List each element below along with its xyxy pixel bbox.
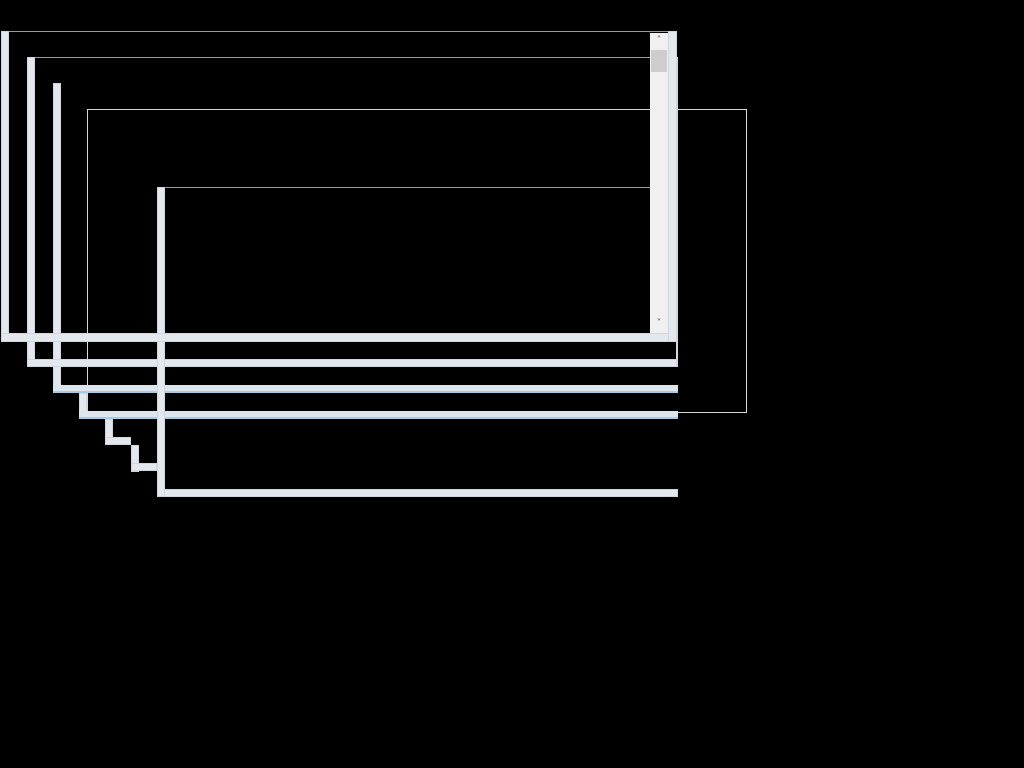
- window-frame-6-left-border[interactable]: [157, 333, 165, 497]
- window-bottom-border[interactable]: [105, 437, 131, 445]
- vertical-scrollbar[interactable]: ˄ ˅: [650, 33, 668, 333]
- window-bottom-border[interactable]: [53, 385, 678, 393]
- window-right-border[interactable]: [668, 31, 677, 342]
- window-left-border[interactable]: [105, 419, 113, 445]
- window-bottom-border[interactable]: [1, 333, 677, 342]
- window-bottom-border[interactable]: [157, 489, 678, 497]
- window-left-border[interactable]: [79, 393, 87, 419]
- window-left-border[interactable]: [131, 445, 139, 472]
- scrollbar-thumb[interactable]: [651, 50, 667, 72]
- window-right-border[interactable]: [676, 57, 678, 367]
- chevron-up-icon[interactable]: ˄: [656, 35, 662, 46]
- chevron-down-icon[interactable]: ˅: [656, 318, 662, 329]
- window-bottom-border[interactable]: [131, 463, 157, 471]
- window-left-border[interactable]: [1, 31, 9, 342]
- window-frame-4-outline: [87, 109, 747, 413]
- window-top-edge: [1, 31, 676, 32]
- window-top-edge: [157, 187, 677, 188]
- window-left-border[interactable]: [53, 83, 61, 393]
- window-bottom-border[interactable]: [79, 411, 678, 419]
- window-bottom-border[interactable]: [27, 359, 678, 367]
- window-top-edge: [27, 57, 677, 58]
- window-left-border[interactable]: [27, 57, 35, 367]
